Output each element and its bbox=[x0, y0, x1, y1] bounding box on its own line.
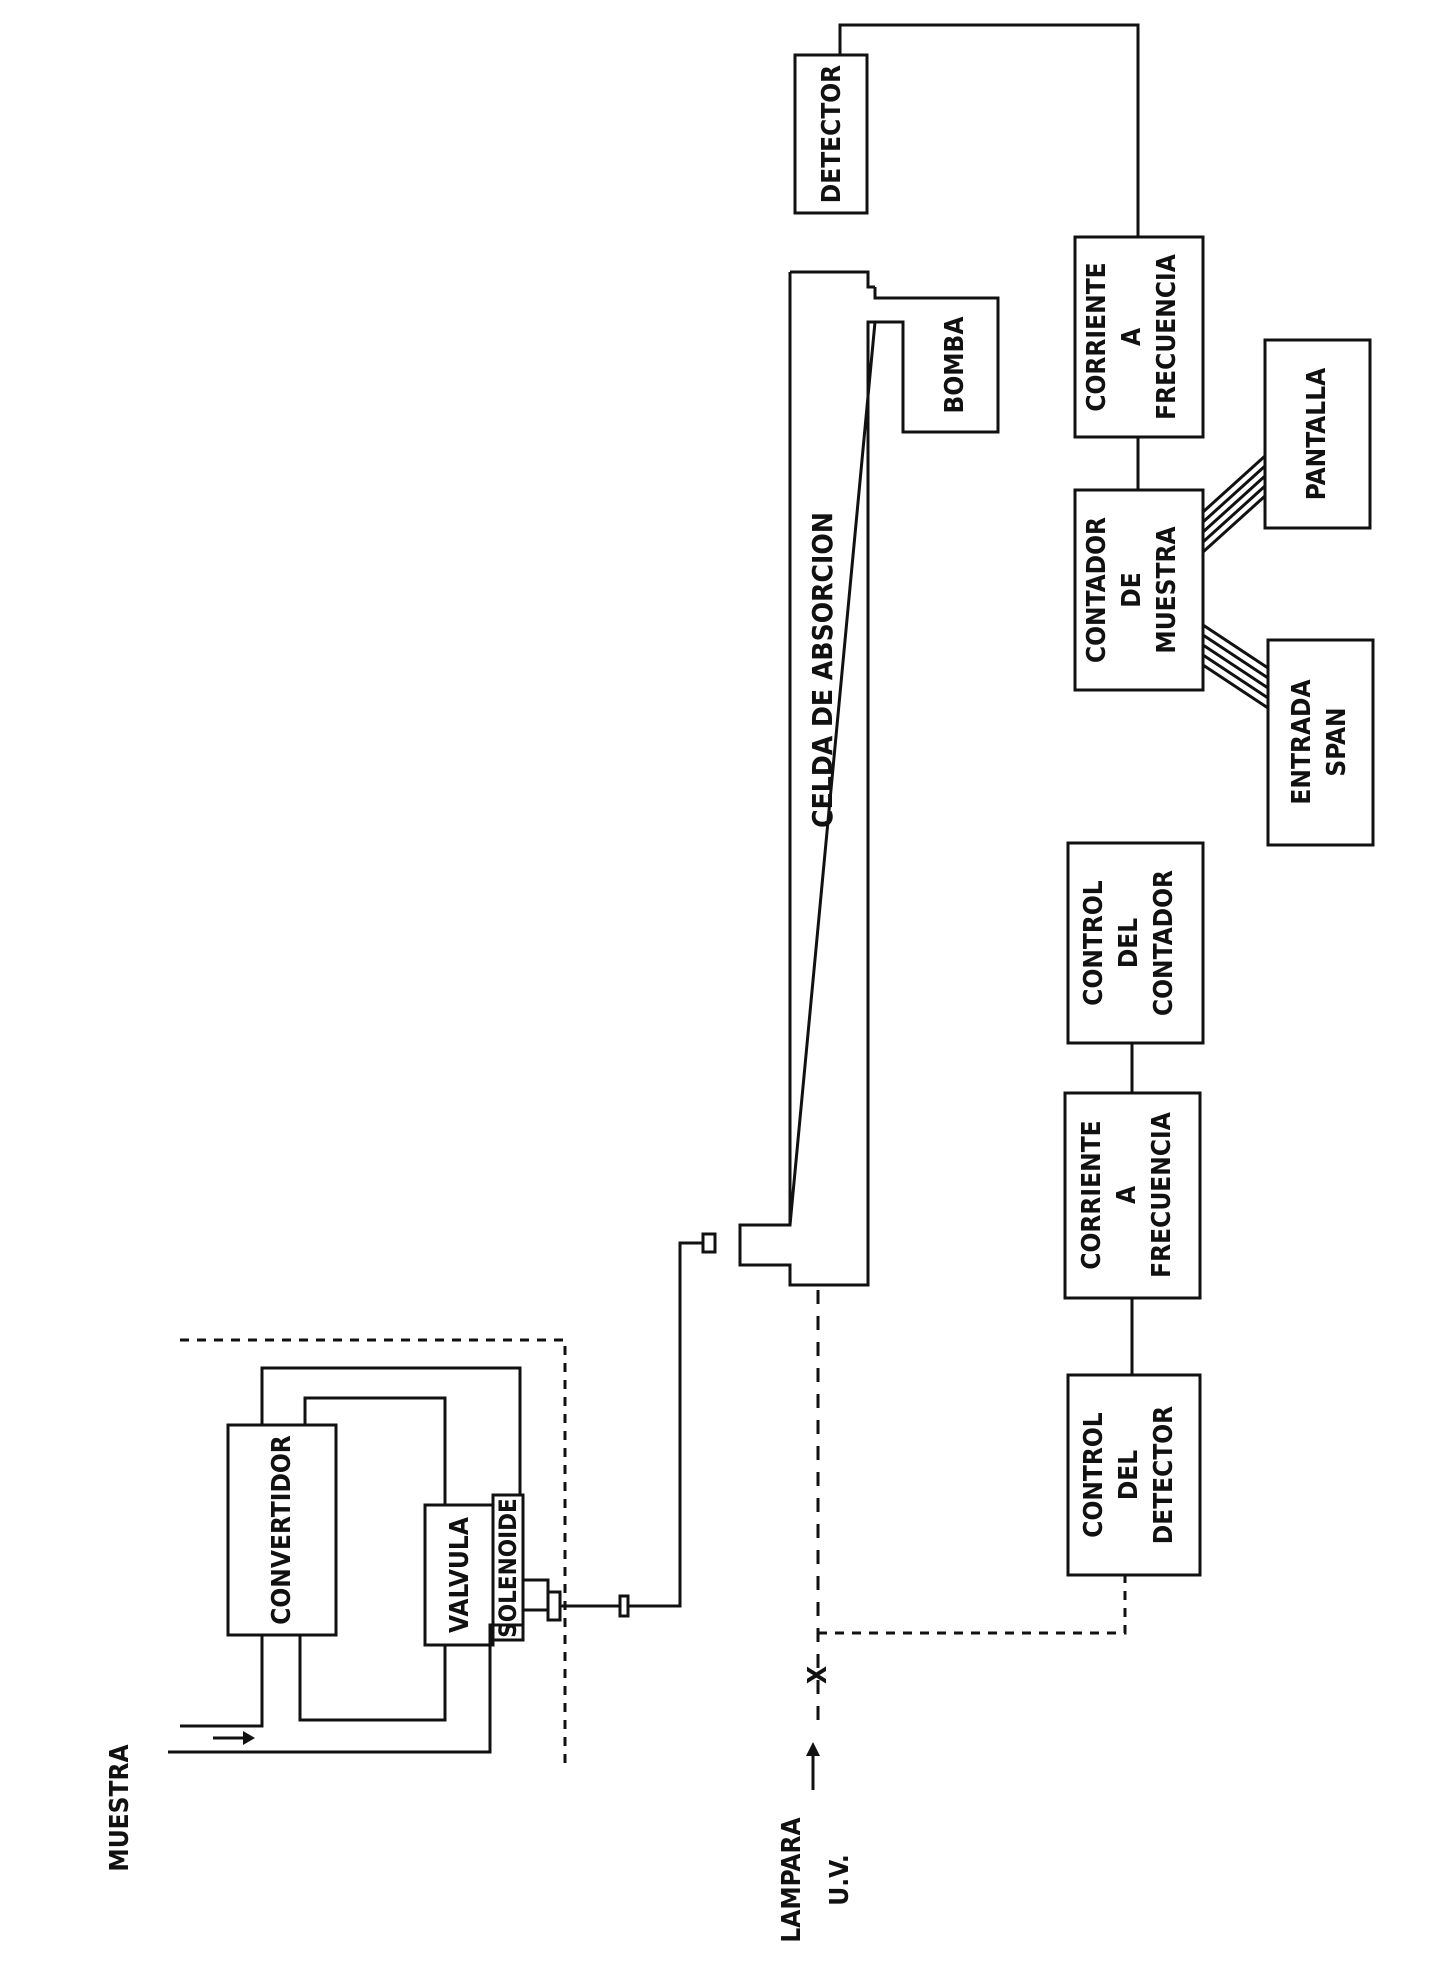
solenoide-box bbox=[491, 1493, 525, 1642]
heated-enclosure-outline bbox=[180, 1338, 567, 1770]
cf-mid-line2: A bbox=[1112, 1186, 1142, 1204]
signal-processing-section: CORRIENTE A FRECUENCIA CONTADOR DE MUEST… bbox=[1063, 235, 1375, 1577]
lampara-label: LAMPARA bbox=[777, 1817, 807, 1942]
control-detector-box bbox=[1066, 1373, 1202, 1577]
bus-to-pantalla-3 bbox=[1201, 474, 1267, 534]
control-contador-box bbox=[1066, 841, 1205, 1045]
solenoid-to-tee bbox=[523, 1578, 550, 1605]
bomba-label: BOMBA bbox=[940, 317, 970, 414]
control-contador-line3: CONTADOR bbox=[1149, 870, 1179, 1016]
bus-to-span-5 bbox=[1202, 663, 1269, 710]
converter-bottom-return bbox=[298, 1635, 447, 1722]
cell-inlet-fitting bbox=[701, 1232, 717, 1254]
bomba-box bbox=[873, 287, 1000, 434]
entrada-span-line2: SPAN bbox=[1322, 707, 1352, 776]
tee-cap bbox=[618, 1594, 630, 1618]
convertidor-box bbox=[226, 1423, 338, 1637]
absorption-cell-section: CELDA DE ABSORCION BOMBA bbox=[738, 270, 1000, 1287]
sample-line-outer bbox=[168, 1608, 548, 1754]
bus-to-pantalla-1 bbox=[1201, 454, 1267, 514]
cf-top-line3: FRECUENCIA bbox=[1152, 254, 1182, 420]
bus-to-span-2 bbox=[1202, 633, 1269, 680]
bus-to-pantalla-5 bbox=[1201, 494, 1267, 554]
uv-lamp-section: LAMPARA U.V. X bbox=[777, 1285, 1127, 1943]
contador-muestra-box bbox=[1073, 488, 1205, 692]
control-detector-line1: CONTROL bbox=[1079, 1412, 1109, 1537]
control-detector-line3: DETECTOR bbox=[1149, 1406, 1179, 1544]
sample-inlet-section bbox=[168, 1232, 717, 1770]
contador-muestra-line3: MUESTRA bbox=[1152, 526, 1182, 653]
celda-label: CELDA DE ABSORCION bbox=[806, 512, 839, 828]
control-detector-line2: DEL bbox=[1114, 1450, 1144, 1500]
solenoide-label: SOLENOIDE bbox=[494, 1498, 522, 1638]
convertidor-label: CONVERTIDOR bbox=[267, 1435, 297, 1625]
lamp-control-line bbox=[818, 1575, 1127, 1635]
cf-mid-line1: CORRIENTE bbox=[1077, 1120, 1107, 1269]
detector-label: DETECTOR bbox=[817, 65, 847, 203]
valve-top-line bbox=[303, 1396, 447, 1505]
detector-section: DETECTOR bbox=[793, 23, 1140, 237]
cf-mid-line3: FRECUENCIA bbox=[1147, 1112, 1177, 1278]
cf-top-line1: CORRIENTE bbox=[1082, 262, 1112, 411]
pantalla-label: PANTALLA bbox=[1302, 368, 1332, 500]
entrada-span-line1: ENTRADA bbox=[1287, 679, 1317, 804]
bus-to-span-3 bbox=[1202, 643, 1269, 690]
cf-top-line2: A bbox=[1117, 328, 1147, 346]
bus-to-pantalla-4 bbox=[1201, 484, 1267, 544]
bus-to-pantalla-2 bbox=[1201, 464, 1267, 524]
pantalla-box bbox=[1263, 338, 1372, 530]
entrada-span-box bbox=[1266, 638, 1375, 847]
valvula-label: VALVULA bbox=[445, 1517, 475, 1633]
muestra-label: MUESTRA bbox=[105, 1744, 135, 1871]
filter-x-mark: X bbox=[803, 1666, 833, 1684]
detector-signal-line bbox=[838, 23, 1140, 237]
detector-box bbox=[793, 53, 869, 215]
celda-box bbox=[738, 270, 877, 1287]
uv-label: U.V. bbox=[825, 1854, 855, 1906]
line-to-cell bbox=[628, 1241, 703, 1608]
tee-fitting bbox=[546, 1590, 620, 1622]
bus-to-span-1 bbox=[1202, 623, 1269, 670]
converter-top-loop bbox=[260, 1366, 522, 1495]
sample-line-inner bbox=[180, 1690, 264, 1728]
control-contador-line1: CONTROL bbox=[1079, 880, 1109, 1005]
contador-muestra-line1: CONTADOR bbox=[1082, 517, 1112, 663]
bus-to-span-4 bbox=[1202, 653, 1269, 700]
contador-muestra-line2: DE bbox=[1117, 572, 1147, 607]
control-contador-line2: DEL bbox=[1114, 918, 1144, 968]
inlet-arrow-head bbox=[243, 1731, 255, 1745]
lamp-arrow-head bbox=[806, 1742, 820, 1756]
